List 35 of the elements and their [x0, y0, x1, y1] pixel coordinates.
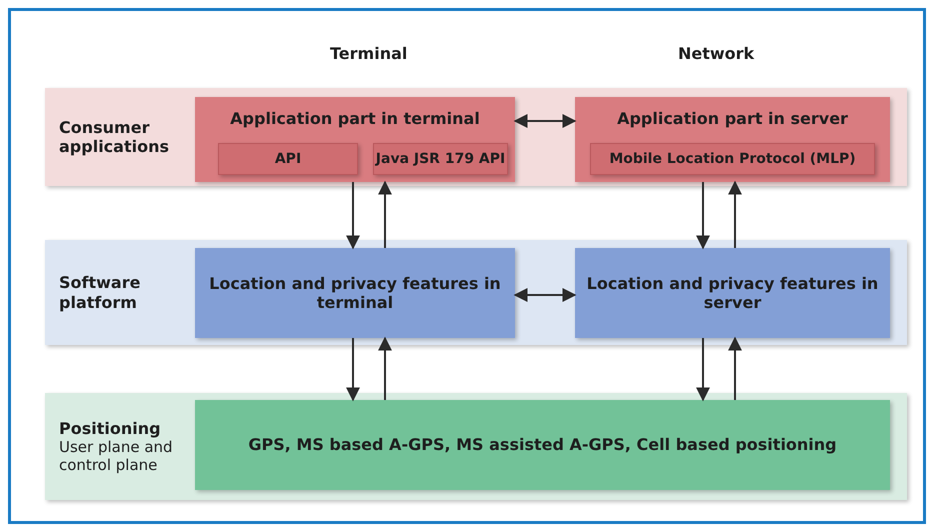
arrow: [378, 336, 392, 400]
box-label: Application part in server: [617, 109, 848, 128]
box-label: GPS, MS based A-GPS, MS assisted A-GPS, Cell based positioning: [248, 435, 837, 455]
layer-band: [45, 88, 907, 186]
interface-box: [373, 143, 508, 175]
component-box: [195, 400, 890, 490]
interface-box: [218, 143, 358, 175]
layer-title: Software platform: [59, 273, 142, 312]
box-label: Location and privacy features in server: [586, 274, 880, 312]
box-label: Mobile Location Protocol (MLP): [609, 150, 856, 168]
layer-band: [45, 393, 907, 500]
box-label: Java JSR 179 API: [376, 150, 506, 168]
box-label: Location and privacy features in terminal: [208, 274, 502, 312]
interface-box: [590, 143, 875, 175]
layer-title: Positioning: [59, 418, 161, 438]
component-box: [575, 97, 890, 182]
layer-title: Consumer applications: [59, 118, 170, 156]
box-label: API: [274, 150, 302, 168]
arrow: [514, 288, 576, 302]
layer-band: [45, 240, 907, 345]
layer-subtitle: User plane and control plane: [59, 438, 174, 474]
arrow: [696, 338, 710, 402]
component-box: [575, 248, 890, 338]
arrow: [728, 336, 742, 400]
arrow: [378, 180, 392, 248]
column-heading: Terminal: [330, 44, 408, 63]
arrow: [514, 114, 576, 128]
arrow: [346, 338, 360, 402]
component-box: [195, 248, 515, 338]
component-box: [195, 97, 515, 182]
arrow: [346, 182, 360, 250]
arrow: [728, 180, 742, 248]
box-label: Application part in terminal: [230, 109, 480, 128]
arrow: [696, 182, 710, 250]
column-heading: Network: [678, 44, 754, 63]
